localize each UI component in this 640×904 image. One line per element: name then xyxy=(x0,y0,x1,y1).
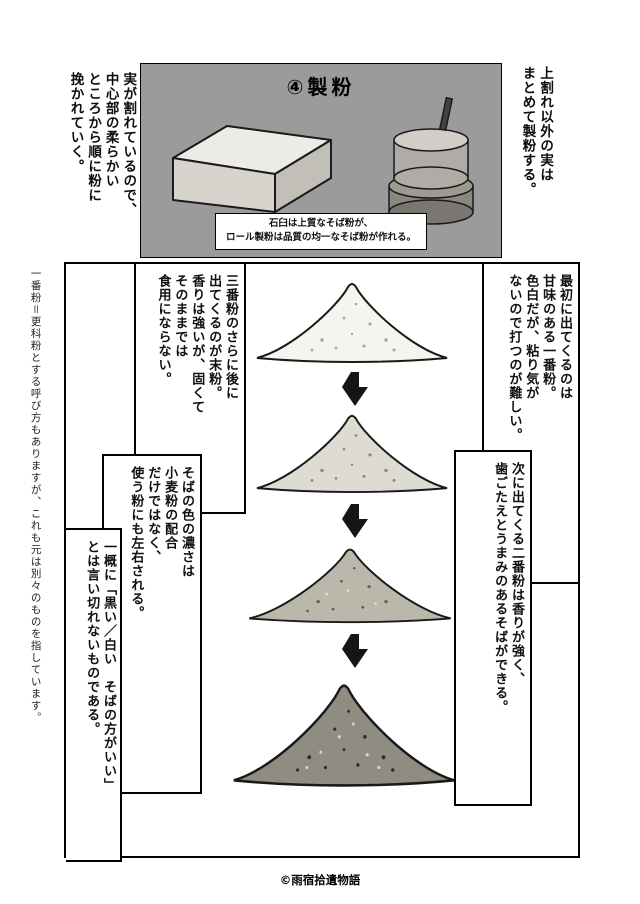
note-conclusion: 一概に「黒い／白い そばの方がいい」 とは言い切れないものである。 xyxy=(66,528,122,862)
flour-pile-3-shape xyxy=(249,548,451,624)
stone-mill-illustration xyxy=(388,96,474,225)
top-right-note: 上割れ以外の実は まとめて製粉する。 xyxy=(519,66,554,197)
top-left-note: 実が割れているので、 中心部の柔らかい ところから順に粉に 挽かれていく。 xyxy=(67,72,137,217)
copyright-credit: ©雨宿拾遺物語 xyxy=(279,873,361,887)
flour-pile-2 xyxy=(256,414,448,494)
flour-pile-1-shape xyxy=(256,283,448,364)
flour-pile-1 xyxy=(256,283,448,364)
roll-mill-illustration xyxy=(172,125,332,213)
milling-panel: ④製粉 石臼は上質なそば粉が、 ロール製粉は品質の均一なそば粉が作れる。 xyxy=(140,63,502,258)
flour-speckles xyxy=(310,302,396,352)
panel-caption: 石臼は上質なそば粉が、 ロール製粉は品質の均一なそば粉が作れる。 xyxy=(214,212,428,250)
down-arrow-icon xyxy=(342,504,368,538)
note-second-flour: 次に出てくる二番粉は香りが強く、 歯ごたえとうまみのあるそばができる。 xyxy=(454,450,532,806)
flour-pile-4-shape xyxy=(233,684,455,787)
down-arrow-icon xyxy=(342,634,368,668)
flour-flow-panel: 最初に出てくるのは 甘味のある一番粉。 色白だが、粘り気が ないので打つのが難し… xyxy=(64,262,580,862)
flour-speckles xyxy=(306,566,388,613)
flour-pile-2-shape xyxy=(256,414,448,494)
flour-pile-4 xyxy=(233,684,455,787)
down-arrow-icon xyxy=(342,372,368,406)
panel-title: ④製粉 xyxy=(286,75,356,99)
flour-speckles xyxy=(296,709,395,772)
flour-pile-3 xyxy=(249,548,451,624)
flour-speckles xyxy=(310,434,396,482)
margin-footnote: 一番粉＝更科粉とする呼び方もありますが、これも元は別々のものを指しています。 xyxy=(29,268,42,724)
